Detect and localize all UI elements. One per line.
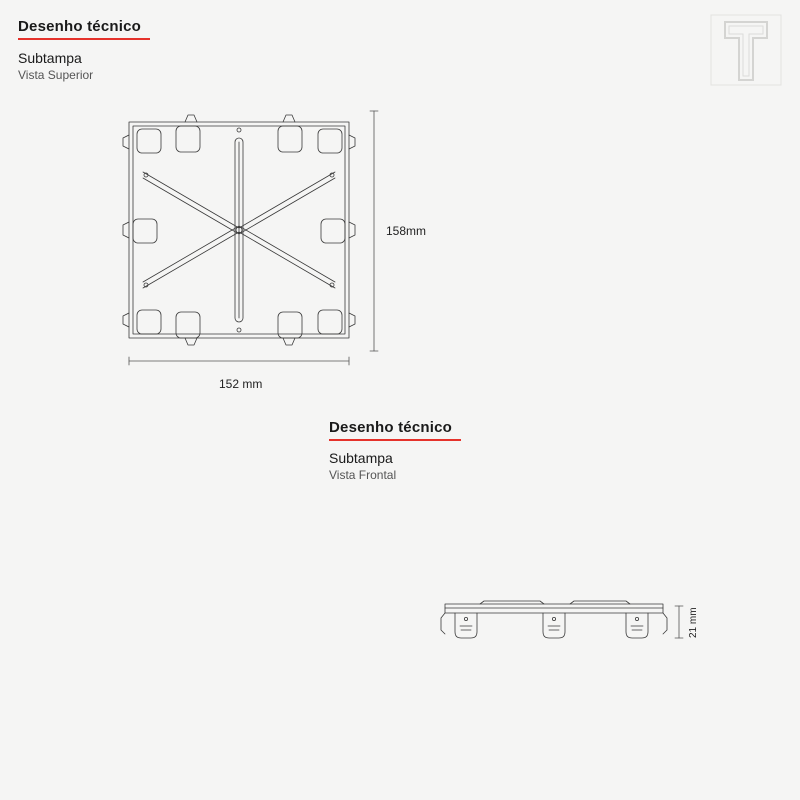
front-view-plate	[440, 600, 668, 639]
dimension-label-height-top: 158mm	[386, 224, 427, 238]
dimension-label-width-top: 152 mm	[219, 377, 263, 391]
dimension-height-top	[369, 110, 379, 352]
view-name-front: Vista Frontal	[329, 468, 397, 482]
title-underline	[18, 38, 150, 40]
section-title-front: Desenho técnico	[329, 419, 461, 441]
top-view-plate	[122, 114, 356, 346]
dimension-width-top	[128, 356, 350, 366]
view-name-top: Vista Superior	[18, 68, 94, 82]
section-title-top-text: Desenho técnico	[18, 18, 142, 35]
part-name-top: Subtampa	[18, 50, 82, 66]
section-title-top: Desenho técnico	[18, 18, 150, 40]
part-name-front: Subtampa	[329, 450, 393, 466]
title-underline	[329, 439, 461, 441]
section-title-front-text: Desenho técnico	[329, 419, 453, 436]
brand-t-logo-icon	[710, 14, 782, 86]
dimension-height-front	[674, 605, 684, 639]
dimension-label-height-front: 21 mm	[688, 607, 699, 638]
